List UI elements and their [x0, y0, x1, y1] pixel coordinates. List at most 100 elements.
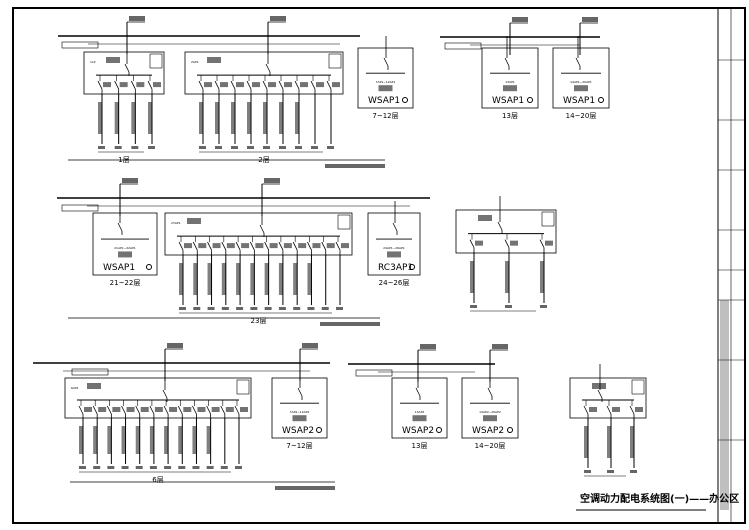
breaker-spec — [268, 82, 276, 88]
panel-sub-label: 13AP2 — [415, 410, 425, 414]
breaker-spec — [292, 415, 307, 422]
panel-name: RC3AP1 — [378, 263, 413, 273]
panel-name: WSAP1 — [492, 96, 524, 106]
circuit-load — [295, 146, 302, 149]
breaker-spec — [240, 407, 248, 412]
breaker-switch — [294, 80, 300, 90]
diagram-content: 1LP1层2AP12层7AP1~12AP1WSAP17~12层13AP1WSAP… — [33, 16, 647, 490]
cable-spec — [148, 102, 152, 134]
panel-sub-label: 21AP1~22AP1 — [114, 246, 136, 250]
ground-icon — [402, 97, 408, 103]
panel-caption: 6层 — [152, 476, 163, 484]
circuit-load — [505, 305, 512, 308]
breaker-spec — [154, 407, 163, 412]
circuit-load — [93, 466, 101, 469]
breaker-switch — [147, 80, 153, 90]
meter-tag — [61, 204, 99, 212]
breaker-spec — [220, 82, 228, 88]
circuit-load — [215, 146, 222, 149]
meter-box — [328, 53, 342, 69]
panel-sub-label: 24AP1~26AP1 — [383, 246, 405, 250]
panel-name: WSAP1 — [103, 263, 135, 273]
panel-box — [164, 212, 353, 256]
circuit-load — [293, 307, 301, 310]
breaker-spec — [503, 85, 517, 92]
cable-spec — [293, 263, 298, 295]
panel-name: 1LP — [90, 60, 96, 64]
circuit-load — [179, 307, 186, 310]
breaker-spec — [341, 243, 349, 249]
panel-box — [64, 377, 252, 419]
breaker-switch — [575, 57, 581, 67]
breaker-switch — [504, 57, 510, 67]
cable-label — [302, 343, 318, 348]
circuit-load — [307, 307, 315, 310]
breaker-switch — [583, 405, 589, 415]
breaker-spec — [475, 240, 483, 246]
circuit-load — [207, 307, 215, 310]
circuit-load — [235, 466, 242, 469]
circuit-load — [221, 307, 229, 310]
meter-box — [631, 379, 645, 395]
cable-spec — [93, 426, 98, 454]
breaker-switch — [97, 80, 103, 90]
breaker-spec — [211, 407, 220, 412]
circuit-load — [584, 470, 591, 473]
cable-spec — [607, 426, 611, 458]
ground-icon — [598, 97, 604, 103]
circuit-load — [540, 305, 547, 308]
breaker-spec — [635, 407, 643, 412]
breaker-switch — [121, 405, 126, 415]
breaker-spec — [87, 383, 101, 389]
cable-spec — [207, 263, 212, 295]
breaker-switch — [264, 241, 269, 251]
breaker-spec — [169, 407, 178, 412]
breaker-switch — [278, 80, 284, 90]
cable-spec — [114, 102, 119, 134]
panel-box — [83, 51, 165, 95]
breaker-switch — [124, 63, 130, 73]
breaker-spec — [118, 251, 132, 258]
ground-icon — [507, 427, 513, 433]
cable-spec — [231, 102, 235, 134]
circuit-load — [630, 470, 637, 473]
panel-caption: 21~22层 — [110, 279, 141, 287]
cable-spec — [121, 426, 126, 454]
meter-box — [337, 214, 351, 230]
breaker-spec — [98, 407, 107, 412]
meter-tag — [355, 369, 393, 377]
drawing-title: 空调动力配电系统图(一)——办公区 — [580, 492, 739, 505]
breaker-switch — [220, 405, 226, 415]
cable-spec — [279, 102, 283, 134]
panel-box — [552, 47, 610, 109]
breaker-switch — [78, 405, 84, 415]
cable-spec — [221, 263, 226, 295]
breaker-spec — [119, 82, 128, 88]
circuit-load — [470, 305, 477, 308]
breaker-spec — [412, 415, 427, 422]
panel-name: 6AP1 — [71, 386, 79, 390]
meter-tag — [71, 368, 109, 376]
section-label — [325, 164, 385, 168]
drawing-frame — [12, 7, 746, 524]
panel-box — [569, 377, 647, 419]
cable-spec — [540, 261, 544, 293]
breaker-switch — [149, 405, 155, 415]
circuit-load — [336, 307, 343, 310]
breaker-switch — [292, 241, 298, 251]
breaker-spec — [236, 82, 244, 88]
circuit-load — [279, 146, 286, 149]
cable-spec — [630, 426, 634, 458]
breaker-switch — [265, 63, 271, 73]
circuit-load — [193, 307, 201, 310]
breaker-spec — [226, 243, 235, 249]
breaker-spec — [204, 82, 212, 88]
breaker-switch — [130, 80, 136, 90]
ground-icon — [146, 264, 152, 270]
panel-name: WSAP2 — [472, 426, 504, 436]
panel-name: WSAP1 — [563, 96, 595, 106]
breaker-spec — [106, 57, 120, 63]
breaker-spec — [184, 243, 192, 249]
panel-box — [481, 47, 539, 109]
cable-spec — [98, 102, 102, 134]
